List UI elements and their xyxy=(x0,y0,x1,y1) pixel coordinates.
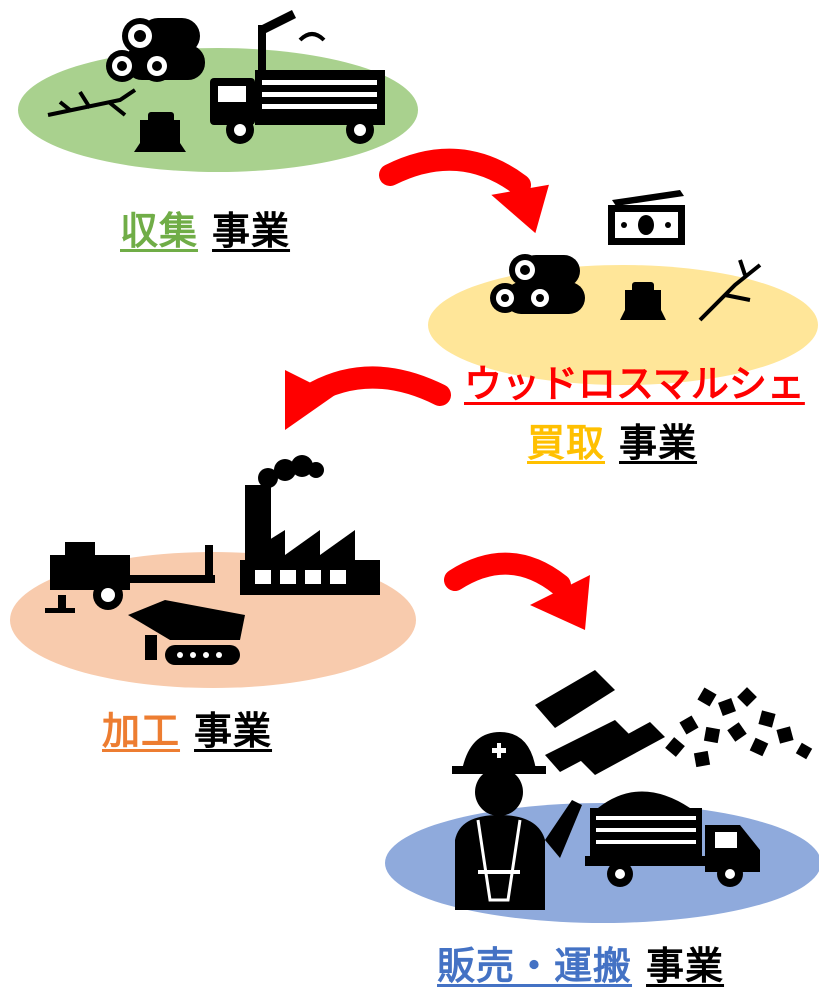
arrow-3 xyxy=(444,552,590,630)
sell-label: 販売・運搬事業 xyxy=(437,935,724,990)
process-suffix: 事業 xyxy=(194,709,273,753)
sell-keyword: 販売・運搬 xyxy=(437,944,633,988)
collect-suffix: 事業 xyxy=(212,209,291,253)
buy-keyword: 買取 xyxy=(527,421,606,465)
process-label: 加工事業 xyxy=(102,700,272,755)
arrow-2 xyxy=(285,366,451,430)
timber-icon xyxy=(535,670,665,775)
buy-suffix: 事業 xyxy=(619,421,698,465)
arrow-1 xyxy=(379,148,549,234)
brand-name: ウッドロスマルシェ xyxy=(464,362,805,406)
collect-keyword: 収集 xyxy=(120,209,199,253)
logs-icon-2 xyxy=(490,254,585,314)
branch-icon xyxy=(47,88,137,117)
sell-suffix: 事業 xyxy=(646,944,725,988)
worker-icon xyxy=(452,732,582,910)
wood-chips-icon xyxy=(665,687,813,768)
branch-icon-2 xyxy=(698,259,762,322)
logs-icon xyxy=(106,18,205,82)
chipper-icon xyxy=(128,600,245,665)
trailer-icon xyxy=(45,542,215,613)
dump-truck-icon xyxy=(585,791,760,887)
crane-truck-icon xyxy=(210,10,385,144)
factory-icon xyxy=(240,455,380,595)
process-keyword: 加工 xyxy=(102,709,181,753)
stump-icon xyxy=(134,112,186,152)
money-icon xyxy=(608,190,685,245)
collect-label: 収集事業 xyxy=(120,200,290,255)
stump-icon-2 xyxy=(620,282,666,320)
buy-label: 買取事業 xyxy=(527,412,697,467)
